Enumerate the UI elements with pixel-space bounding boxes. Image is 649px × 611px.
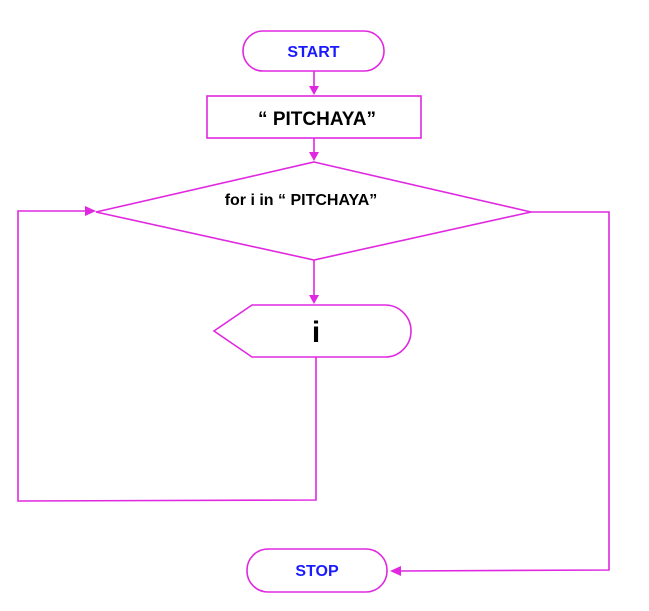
arrow-decision-to-output-head xyxy=(309,295,319,304)
process-label: “ PITCHAYA” xyxy=(258,109,376,130)
arrow-start-to-process-head xyxy=(309,86,319,95)
process-box xyxy=(206,95,422,139)
loop-back-arrowhead xyxy=(85,206,96,216)
start-label: START xyxy=(287,44,339,61)
exit-line xyxy=(399,211,610,572)
decision-diamond xyxy=(95,161,532,261)
output-display-shape xyxy=(212,304,412,358)
decision-label: for i in “ PITCHAYA” xyxy=(225,192,378,209)
stop-terminal xyxy=(246,548,388,593)
exit-arrowhead xyxy=(390,566,401,576)
loop-back-line xyxy=(17,210,317,502)
arrow-process-to-decision-head xyxy=(309,152,319,161)
output-label: i xyxy=(312,316,320,349)
stop-label: STOP xyxy=(295,563,339,580)
